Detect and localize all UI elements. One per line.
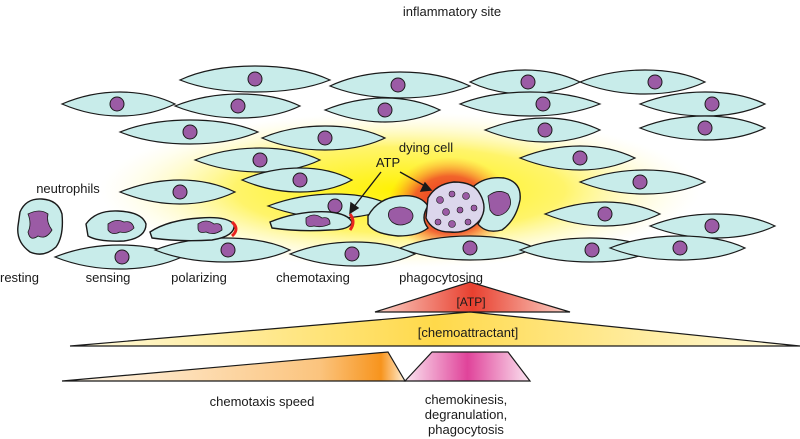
nucleus (704, 218, 720, 234)
nucleus (704, 96, 720, 112)
neutrophil-resting (17, 198, 64, 255)
tissue-nuclei (109, 71, 720, 265)
atp-arrows (349, 171, 433, 215)
neutrophil-chemotaxing (269, 211, 355, 232)
effector-functions-label: chemokinesis, degranulation, phagocytosi… (424, 392, 508, 437)
chemotaxis-speed-label: chemotaxis speed (209, 394, 315, 409)
nucleus (327, 198, 343, 214)
tissue-cell (638, 91, 767, 117)
nucleus (390, 77, 406, 93)
nucleus (109, 96, 125, 112)
chemotaxis-speed-gradient (61, 351, 407, 382)
nucleus (252, 152, 268, 168)
tissue-cell (458, 91, 602, 117)
stage-label-sensing: sensing (85, 270, 131, 285)
dying-cell (425, 181, 485, 233)
arrow-head-icon (419, 181, 433, 192)
nucleus (697, 120, 713, 136)
effector-function-gradient (403, 351, 532, 382)
atp-label: ATP (375, 155, 401, 170)
nucleus (462, 240, 478, 256)
stage-label-chemotaxing: chemotaxing (276, 270, 350, 285)
nucleus (230, 98, 246, 114)
stage-label-resting: resting (0, 270, 40, 285)
chemoattractant-gradient (69, 311, 800, 347)
atp-gradient-label: [ATP] (456, 295, 486, 309)
stage-label-polarizing: polarizing (171, 270, 227, 285)
nucleus (317, 130, 333, 146)
nucleus (220, 242, 236, 258)
tissue-cell (578, 69, 707, 95)
nucleus (597, 206, 613, 222)
nucleus (632, 174, 648, 190)
arrow-to-chemotaxing (352, 171, 382, 209)
nucleus (292, 172, 308, 188)
nucleus (572, 150, 588, 166)
nucleus (344, 246, 360, 262)
chemoattractant-gradient-label: [chemoattractant] (417, 325, 519, 340)
nucleus (672, 240, 688, 256)
stage-label-phagocytosing: phagocytosing (399, 270, 483, 285)
nucleus (182, 124, 198, 140)
nucleus (647, 74, 663, 90)
nucleus (172, 184, 188, 200)
arrow-head-icon (349, 201, 360, 215)
nucleus (535, 96, 551, 112)
nucleus (520, 74, 536, 90)
arrow-to-dying-cell (399, 171, 426, 187)
nucleus (114, 249, 130, 265)
dying-cell-label: dying cell (398, 140, 454, 155)
neutrophil-phagocytosing (367, 176, 521, 237)
inflammatory-site-label: inflammatory site (402, 4, 502, 19)
neutrophil-sensing (85, 210, 147, 242)
nucleus (377, 102, 393, 118)
nucleus (247, 71, 263, 87)
neutrophils-label: neutrophils (36, 181, 100, 196)
nucleus (537, 122, 553, 138)
neutrophil-polarizing (149, 216, 238, 242)
nucleus (584, 242, 600, 258)
